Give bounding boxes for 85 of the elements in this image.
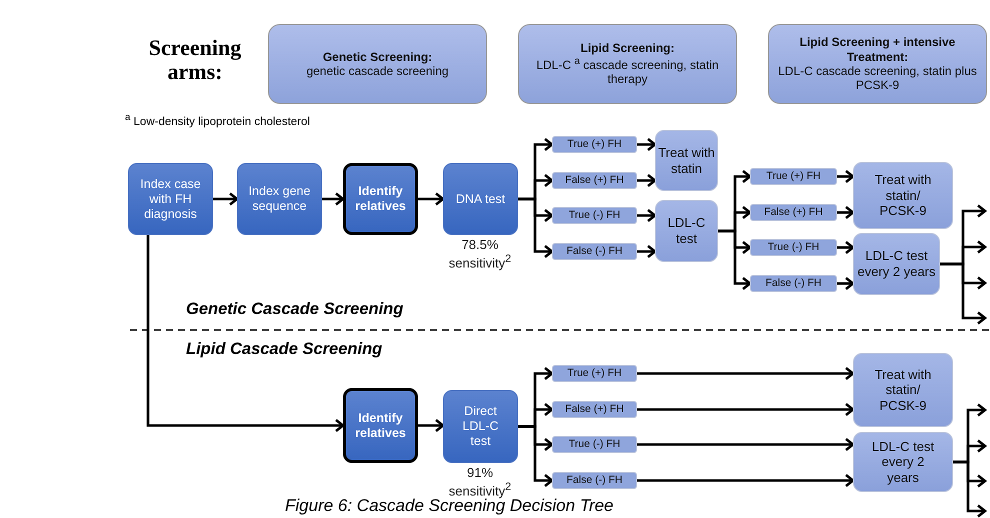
arrow [146, 235, 344, 432]
process-box [853, 162, 953, 229]
arrow [213, 192, 238, 206]
arrow [637, 244, 656, 258]
arrow [837, 276, 854, 290]
screening-arm-box [518, 24, 737, 104]
outcome-box [552, 365, 637, 382]
arrow [418, 418, 444, 432]
box-label: Index gene sequence [248, 184, 312, 214]
arrow [718, 230, 752, 290]
section-heading: Screening arms: [148, 36, 242, 84]
process-box [853, 353, 953, 427]
box-description: LDL-C $^{a}$ cascade screening, statin therapy [535, 56, 720, 87]
box-label: True (-) FH [568, 438, 620, 451]
box-label: False (-) FH [766, 277, 822, 290]
process-box [655, 200, 718, 262]
outcome-box [552, 436, 637, 453]
box-label: False (-) FH [566, 245, 622, 258]
arrow [518, 198, 554, 258]
box-heading: Genetic Screening: [322, 50, 432, 64]
highlighted-process-box [343, 388, 418, 463]
sensitivity-note: 78.5% sensitivity$^{2}$ [448, 237, 512, 272]
section-label: Lipid Cascade Screening [186, 340, 384, 359]
box-label: True (+) FH [766, 170, 821, 183]
arrow [637, 366, 854, 380]
arrow [637, 174, 656, 188]
box-label: Index case with FH diagnosis [139, 176, 202, 222]
process-box [443, 390, 518, 463]
box-description: LDL-C cascade screening, statin plus PCSK-9 [777, 64, 978, 93]
screening-arm-box [768, 24, 987, 104]
arrow [637, 208, 656, 222]
box-label: False (+) FH [764, 206, 823, 219]
arrow [837, 206, 854, 220]
outcome-box [750, 204, 837, 221]
box-label: DNA test [456, 192, 506, 206]
section-label: Genetic Cascade Screening [186, 300, 404, 319]
outcome-box [552, 472, 637, 489]
arrow [418, 192, 444, 206]
process-box [655, 130, 718, 191]
box-heading: Lipid Screening: [580, 41, 674, 56]
footnote: $^{a}$ Low-density lipoprotein cholesterol [125, 112, 311, 128]
arrow [637, 438, 854, 452]
arrow [637, 402, 854, 416]
box-label: LDL-C test every 2 years [870, 438, 936, 486]
process-box [853, 432, 953, 492]
outcome-box [750, 168, 837, 185]
box-label: LDL-C test every 2 years [856, 248, 937, 280]
arrow [953, 460, 986, 518]
process-box [128, 163, 213, 235]
box-label: True (+) FH [567, 367, 622, 380]
outcome-box [552, 401, 637, 418]
box-label: Identify relatives [354, 410, 407, 440]
arrow [518, 425, 554, 488]
box-label: True (-) FH [768, 241, 820, 254]
box-label: Identify relatives [354, 184, 407, 214]
box-label: LDL-C test [666, 215, 706, 247]
box-label: True (-) FH [568, 209, 620, 222]
arrow [637, 474, 854, 488]
process-box [853, 233, 940, 295]
outcome-box [552, 136, 637, 153]
arrow [322, 192, 344, 206]
box-description: genetic cascade screening [306, 64, 449, 78]
sensitivity-note: 91% sensitivity$^{2}$ [448, 465, 512, 499]
box-label: True (+) FH [567, 138, 622, 151]
arrow [940, 262, 986, 325]
screening-arm-box [268, 24, 487, 104]
arrow [837, 240, 854, 254]
outcome-box [552, 243, 637, 260]
arrow [637, 138, 656, 152]
box-label: Treat with statin [657, 144, 716, 176]
arrow [837, 170, 854, 184]
box-label: False (+) FH [565, 174, 624, 187]
outcome-box [552, 207, 637, 224]
outcome-box [750, 239, 837, 256]
highlighted-process-box [343, 163, 418, 235]
outcome-box [750, 275, 837, 292]
box-label: Treat with statin/ PCSK-9 [874, 172, 932, 219]
box-label: Direct LDL-C test [461, 404, 500, 449]
process-box [237, 163, 322, 235]
box-label: False (+) FH [565, 403, 624, 416]
box-heading: Lipid Screening + intensive Treatment: [798, 35, 956, 64]
box-label: Treat with statin/ PCSK-9 [874, 366, 932, 414]
outcome-box [552, 172, 637, 189]
box-label: False (-) FH [566, 474, 622, 487]
process-box [443, 163, 518, 235]
